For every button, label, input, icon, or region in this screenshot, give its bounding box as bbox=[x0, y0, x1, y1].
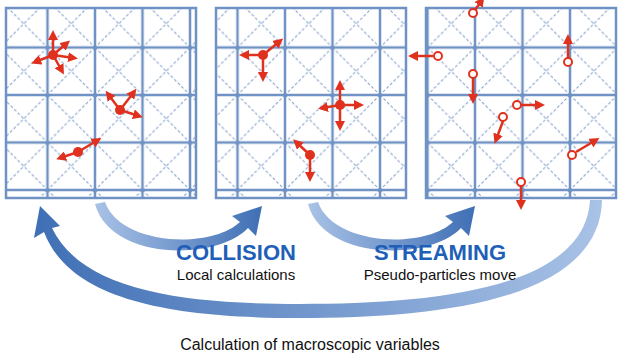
stage-note: Local calculations bbox=[177, 266, 295, 283]
particle-dots bbox=[48, 50, 345, 160]
cycle-arrows bbox=[34, 200, 602, 318]
stage-title: STREAMING bbox=[374, 240, 506, 266]
lattice-grids bbox=[6, 8, 616, 198]
moved-particles bbox=[434, 9, 576, 186]
stage-note: Pseudo-particles move bbox=[364, 266, 517, 283]
cycle-note: Calculation of macroscopic variables bbox=[180, 336, 440, 354]
particle-arrows bbox=[35, 0, 596, 206]
stage-title: COLLISION bbox=[176, 240, 296, 266]
